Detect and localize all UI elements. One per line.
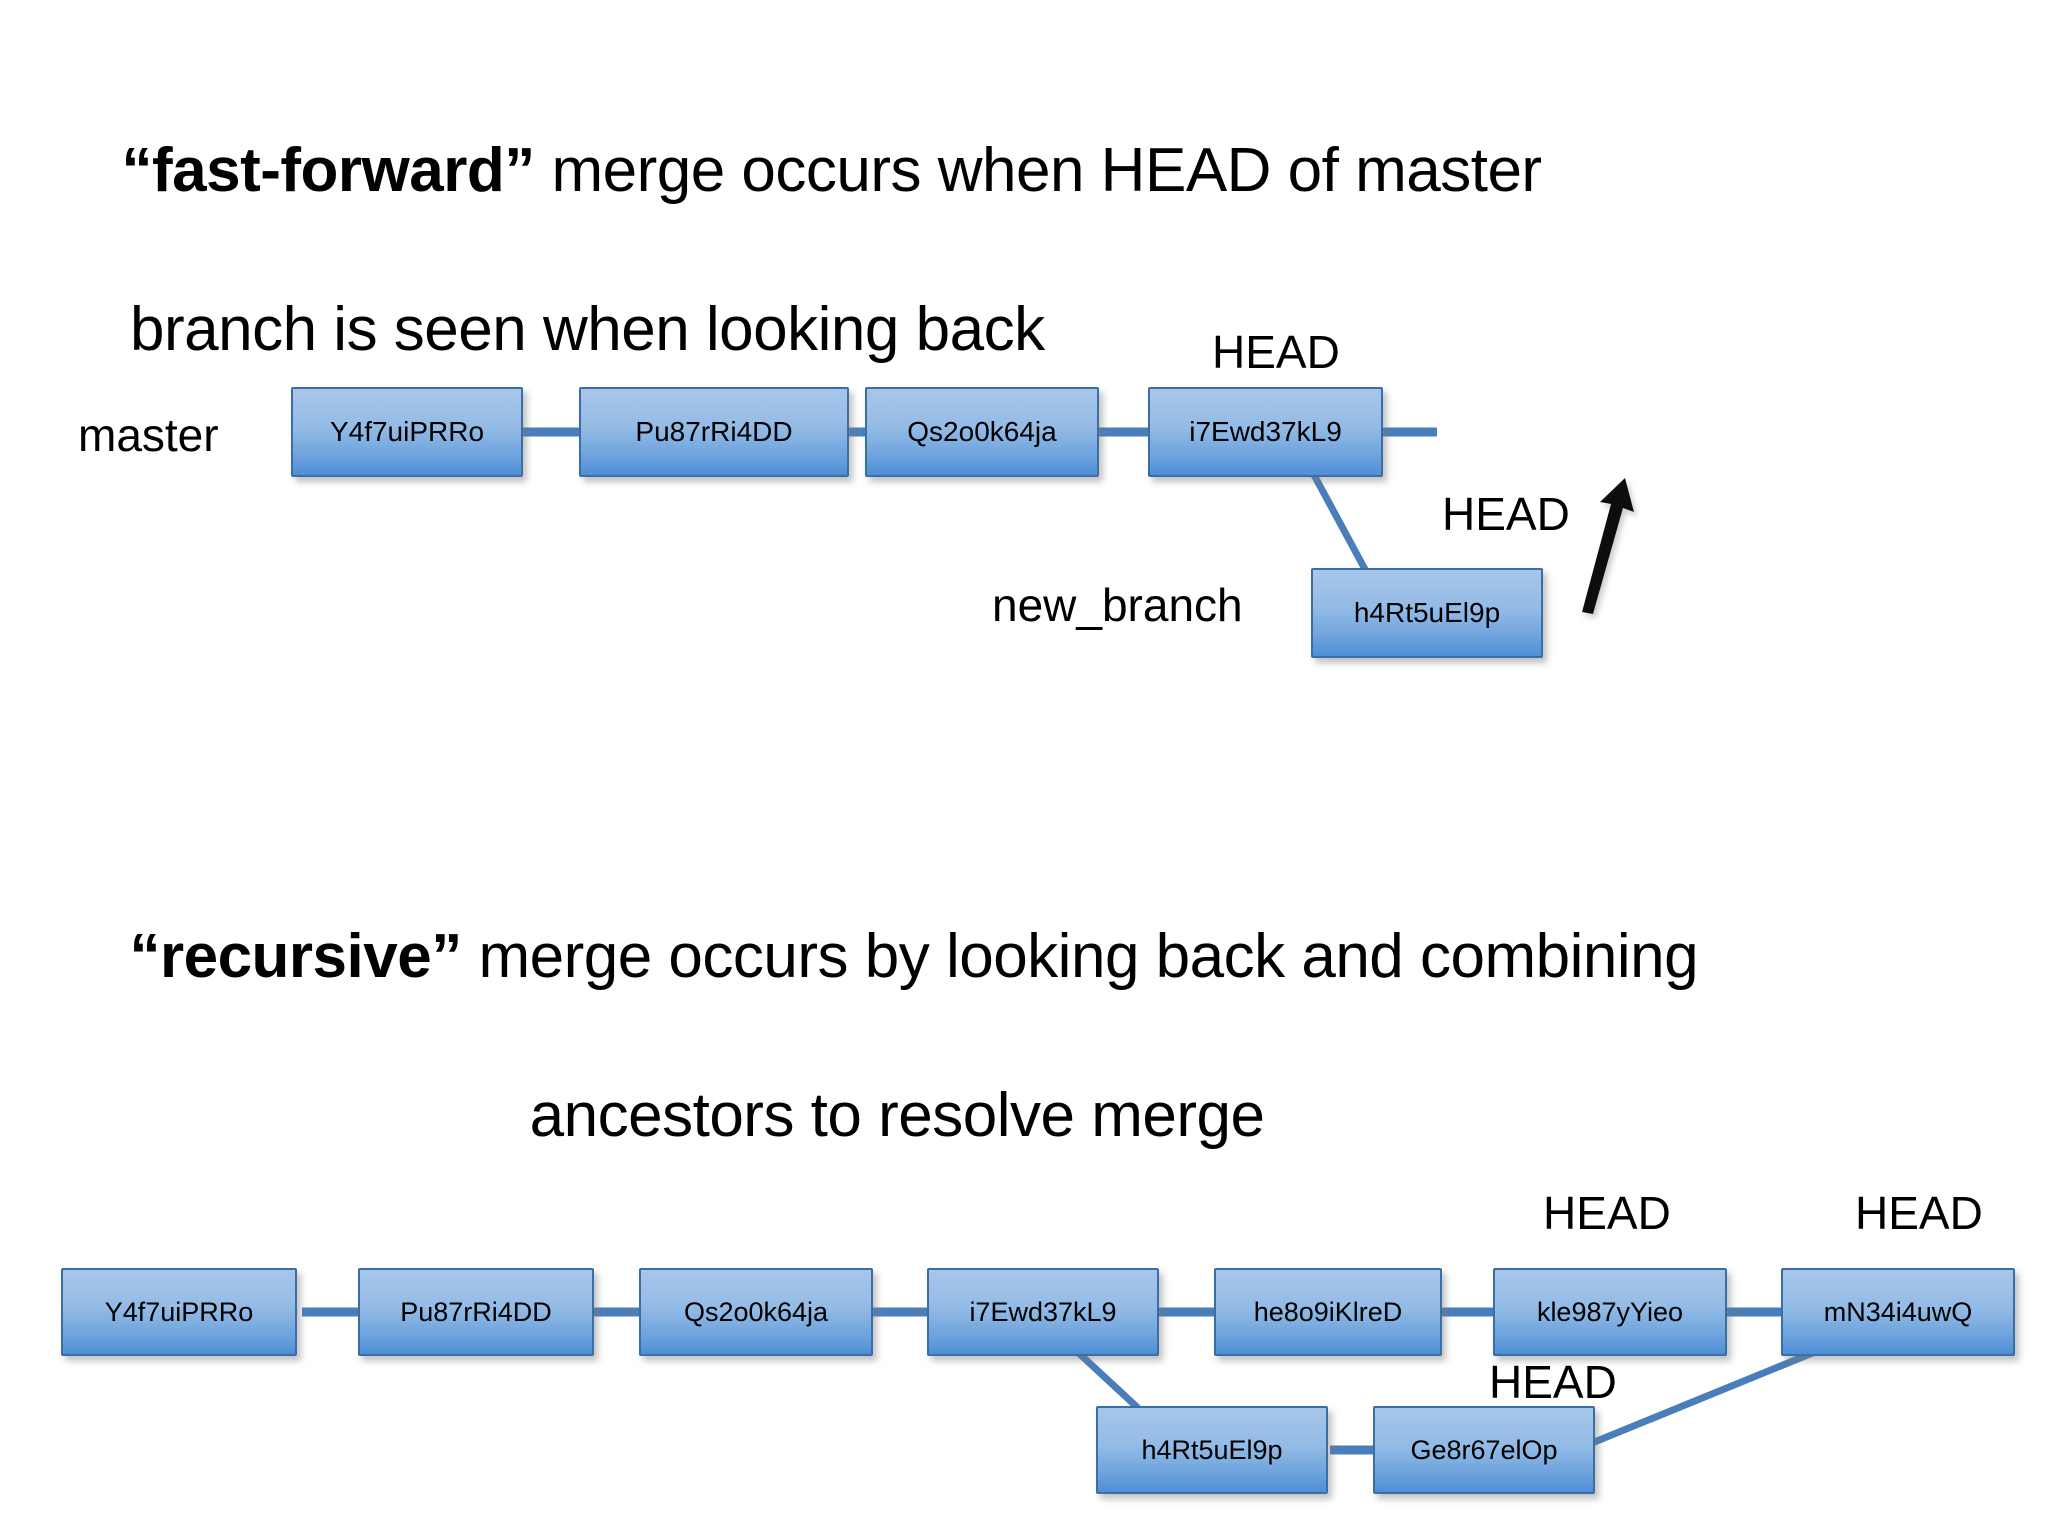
- commit-node[interactable]: he8o9iKlreD: [1214, 1268, 1442, 1356]
- up-arrow-icon: [1582, 478, 1634, 614]
- commit-node[interactable]: h4Rt5uEl9p: [1311, 568, 1543, 658]
- commit-node[interactable]: i7Ewd37kL9: [927, 1268, 1159, 1356]
- title-line2-recursive: ancestors to resolve merge: [529, 1081, 1265, 1151]
- head-label-mN34i4uwQ: HEAD: [1855, 1187, 1983, 1239]
- commit-node[interactable]: mN34i4uwQ: [1781, 1268, 2015, 1356]
- branch-label-new-branch: new_branch: [992, 579, 1243, 631]
- commit-node[interactable]: Y4f7uiPRRo: [291, 387, 523, 477]
- commit-node[interactable]: h4Rt5uEl9p: [1096, 1406, 1328, 1494]
- branch-label-master: master: [78, 409, 219, 461]
- title-quoted-term-recursive: “recursive”: [129, 922, 462, 992]
- commit-node[interactable]: Pu87rRi4DD: [358, 1268, 594, 1356]
- ff-branch-connector: [1303, 460, 1371, 575]
- commit-node[interactable]: kle987yYieo: [1493, 1268, 1727, 1356]
- commit-node[interactable]: Qs2o0k64ja: [865, 387, 1099, 477]
- head-label-master: HEAD: [1212, 326, 1340, 378]
- commit-node[interactable]: i7Ewd37kL9: [1148, 387, 1383, 477]
- head-label-kle987yYieo: HEAD: [1543, 1187, 1671, 1239]
- page-title-fast-forward: “fast-forward” merge occurs when HEAD of…: [88, 52, 1542, 449]
- commit-node[interactable]: Ge8r67elOp: [1373, 1406, 1595, 1494]
- commit-node[interactable]: Qs2o0k64ja: [639, 1268, 873, 1356]
- head-label-new-branch: HEAD: [1442, 488, 1570, 540]
- head-label-Ge8r67elOp: HEAD: [1489, 1356, 1617, 1408]
- title-line2-fast-forward: branch is seen when looking back: [130, 295, 1045, 365]
- title-rest-recursive: merge occurs by looking back and combini…: [461, 922, 1699, 992]
- commit-node[interactable]: Pu87rRi4DD: [579, 387, 849, 477]
- rec-merge-up-connector: [1590, 1341, 1834, 1447]
- page-title-recursive: “recursive” merge occurs by looking back…: [96, 838, 1698, 1235]
- title-rest-fast-forward: merge occurs when HEAD of master: [534, 136, 1542, 206]
- title-quoted-term-fast-forward: “fast-forward”: [121, 136, 535, 206]
- commit-node[interactable]: Y4f7uiPRRo: [61, 1268, 297, 1356]
